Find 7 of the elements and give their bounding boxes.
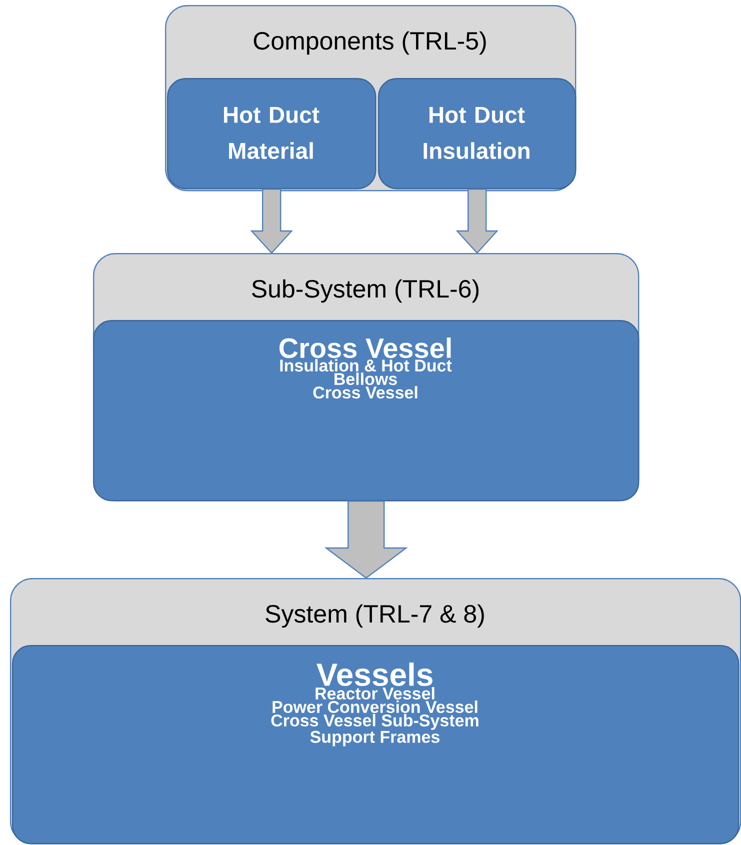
content-box: Vessels Reactor Vessel Power Conversion Vessel Cross Vessel Sub-System Support Frames: [12, 645, 740, 844]
block-arrow: [324, 500, 408, 579]
content-box: Hot Duct Material: [167, 78, 376, 190]
content-box: Hot Duct Insulation: [378, 78, 576, 190]
block-arrow: [456, 188, 498, 254]
content-box: Cross Vessel Insulation & Hot Duct Bellows Cross Vessel: [93, 320, 640, 502]
block-arrow: [250, 188, 293, 254]
